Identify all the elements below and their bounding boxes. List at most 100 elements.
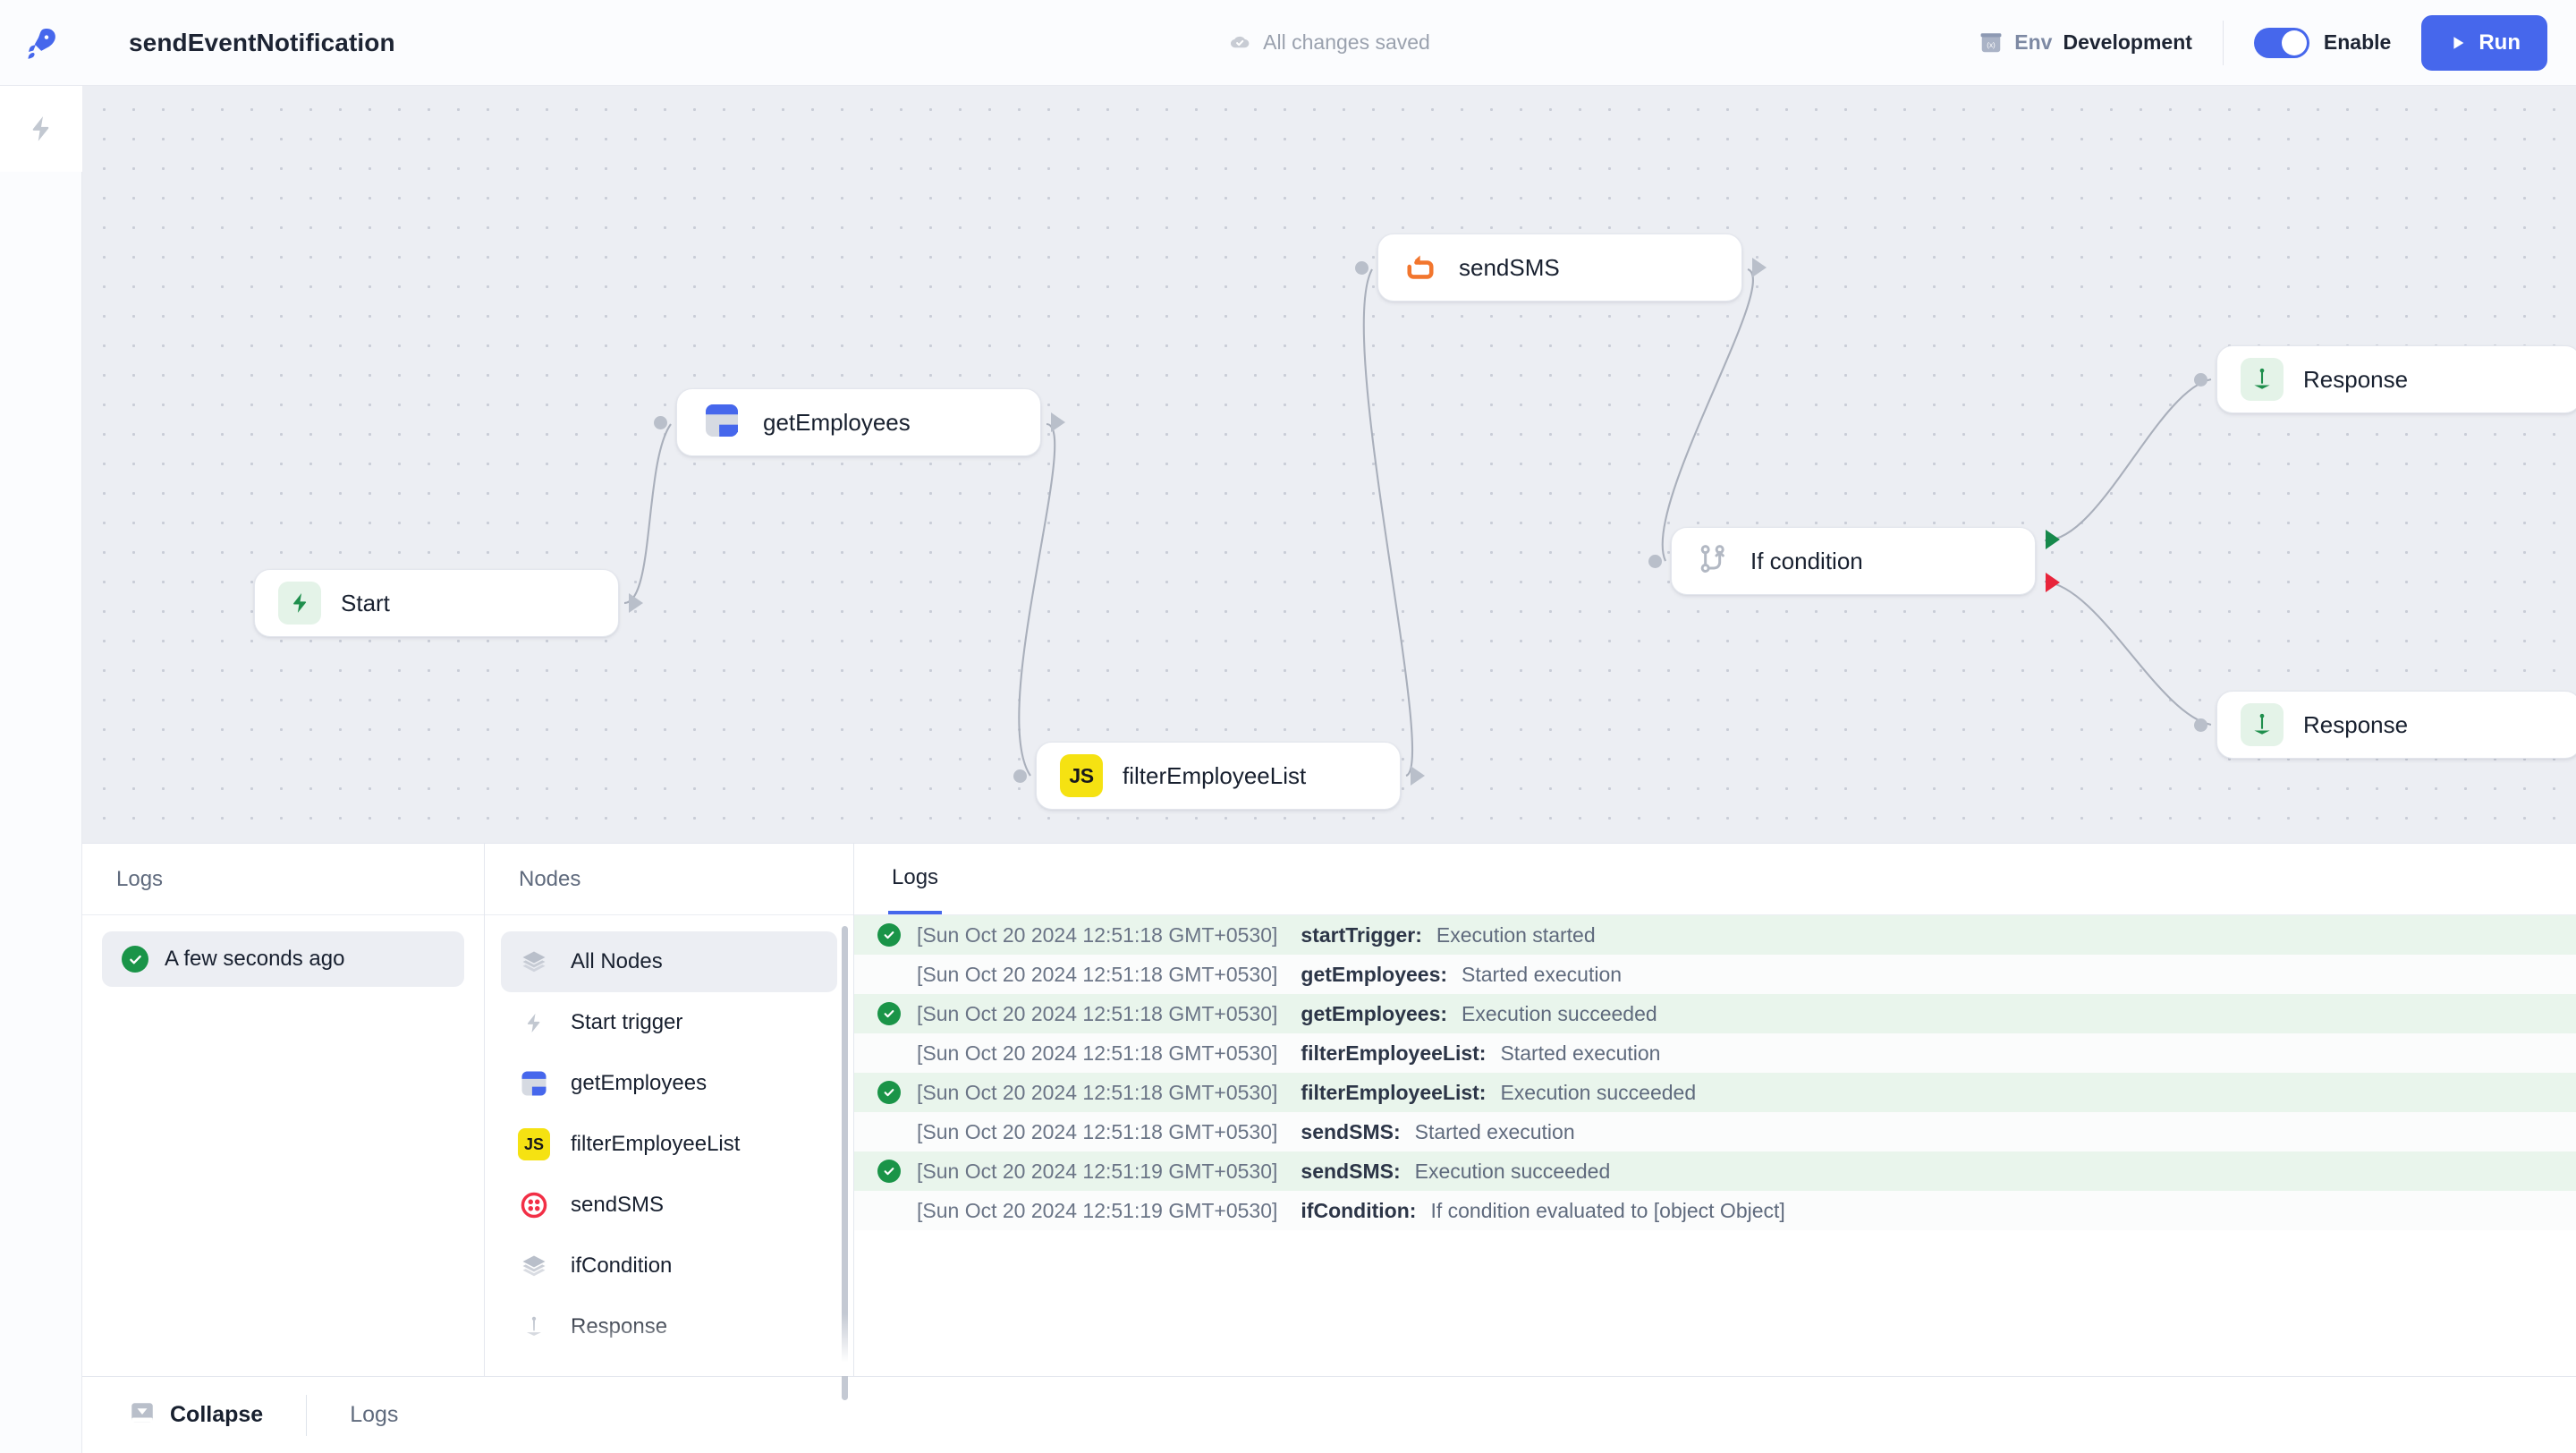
node-icon bbox=[2241, 358, 2284, 401]
twilio-icon bbox=[517, 1191, 551, 1219]
row-node: startTrigger: bbox=[1301, 922, 1422, 947]
save-status-label: All changes saved bbox=[1263, 30, 1430, 54]
input-port[interactable] bbox=[1013, 769, 1027, 783]
row-message: If condition evaluated to [object Object… bbox=[1430, 1198, 1785, 1222]
canvas-node-label: sendSMS bbox=[1459, 253, 1560, 281]
node-list-item-response-2-disabled[interactable]: Response bbox=[501, 1357, 837, 1376]
edge-iftrue-response1 bbox=[2044, 378, 2212, 542]
row-timestamp: [Sun Oct 20 2024 12:51:19 GMT+0530] bbox=[917, 1159, 1278, 1183]
canvas-node-getemployees[interactable]: getEmployees bbox=[654, 388, 1065, 456]
statusbar-logs-button[interactable]: Logs bbox=[350, 1402, 399, 1427]
row-timestamp: [Sun Oct 20 2024 12:51:18 GMT+0530] bbox=[917, 962, 1278, 986]
env-selector[interactable]: (x) Env Development bbox=[1979, 30, 2223, 55]
row-timestamp: [Sun Oct 20 2024 12:51:18 GMT+0530] bbox=[917, 922, 1278, 947]
canvas-node-filteremployeelist[interactable]: JS filterEmployeeList bbox=[1013, 742, 1425, 810]
output-port[interactable] bbox=[1752, 258, 1767, 277]
row-timestamp: [Sun Oct 20 2024 12:51:18 GMT+0530] bbox=[917, 1080, 1278, 1104]
top-header: sendEventNotification All changes saved … bbox=[82, 0, 2576, 86]
lightning-bolt-icon bbox=[278, 582, 321, 625]
env-value: Development bbox=[2063, 30, 2192, 54]
row-timestamp: [Sun Oct 20 2024 12:51:18 GMT+0530] bbox=[917, 1119, 1278, 1143]
input-port[interactable] bbox=[1648, 554, 1662, 568]
canvas-node-label: getEmployees bbox=[763, 408, 911, 436]
node-list-item-all-nodes[interactable]: All Nodes bbox=[501, 931, 837, 992]
success-check-icon bbox=[877, 1081, 901, 1104]
log-rows-container: [Sun Oct 20 2024 12:51:18 GMT+0530] star… bbox=[854, 915, 2576, 1376]
canvas-node-label: If condition bbox=[1750, 547, 1863, 574]
node-list-item-ifcondition[interactable]: ifCondition bbox=[501, 1236, 837, 1296]
row-node: ifCondition: bbox=[1301, 1198, 1417, 1222]
table-row: [Sun Oct 20 2024 12:51:18 GMT+0530] getE… bbox=[854, 994, 2576, 1033]
output-port-true[interactable] bbox=[2046, 530, 2060, 549]
play-icon bbox=[2453, 36, 2464, 49]
node-list-item-response-1[interactable]: Response bbox=[501, 1296, 837, 1357]
edge-sendsms-ifcondition bbox=[1661, 268, 1754, 562]
row-node: sendSMS: bbox=[1301, 1119, 1401, 1143]
database-icon bbox=[517, 1067, 551, 1100]
nodes-list-pane: Nodes All Nodes Start trigger bbox=[485, 844, 854, 1400]
output-port[interactable] bbox=[1411, 766, 1425, 786]
response-down-icon bbox=[2241, 703, 2284, 746]
enable-toggle[interactable] bbox=[2253, 27, 2309, 58]
input-port[interactable] bbox=[2194, 718, 2207, 732]
page-title: sendEventNotification bbox=[129, 28, 395, 56]
canvas-node-sendsms[interactable]: sendSMS bbox=[1355, 234, 1767, 302]
node-list-item-sendsms[interactable]: sendSMS bbox=[501, 1175, 837, 1236]
node-icon bbox=[1402, 247, 1439, 289]
output-port[interactable] bbox=[1051, 412, 1065, 432]
edge-filter-sendsms bbox=[1362, 268, 1413, 777]
log-table: [Sun Oct 20 2024 12:51:18 GMT+0530] star… bbox=[854, 915, 2576, 1230]
js-icon: JS bbox=[1060, 754, 1103, 797]
row-message: Started execution bbox=[1462, 962, 1623, 986]
run-button[interactable]: Run bbox=[2421, 14, 2547, 71]
canvas-node-ifcondition[interactable]: If condition bbox=[1648, 527, 2060, 595]
run-button-label: Run bbox=[2479, 30, 2521, 55]
nodes-scrollbar[interactable] bbox=[842, 926, 848, 1400]
edge-iffalse-response2 bbox=[2044, 580, 2212, 726]
node-icon: JS bbox=[1060, 754, 1103, 797]
input-port[interactable] bbox=[2194, 372, 2207, 387]
row-timestamp: [Sun Oct 20 2024 12:51:19 GMT+0530] bbox=[917, 1198, 1278, 1222]
node-list-item-label: Start trigger bbox=[571, 1010, 683, 1034]
output-port[interactable] bbox=[629, 593, 643, 613]
node-list-item-getemployees[interactable]: getEmployees bbox=[501, 1053, 837, 1114]
row-status bbox=[877, 1160, 917, 1183]
input-port[interactable] bbox=[654, 415, 667, 429]
table-row: [Sun Oct 20 2024 12:51:18 GMT+0530] filt… bbox=[854, 1033, 2576, 1073]
sidebar-item-triggers[interactable] bbox=[0, 86, 82, 172]
canvas-node-start[interactable]: Start bbox=[254, 569, 643, 637]
app-logo[interactable] bbox=[0, 0, 82, 86]
node-list-item-start-trigger[interactable]: Start trigger bbox=[501, 992, 837, 1053]
header-actions: (x) Env Development Enable Run bbox=[1979, 0, 2547, 85]
tab-logs[interactable]: Logs bbox=[888, 844, 943, 914]
input-port[interactable] bbox=[1355, 260, 1368, 275]
node-list-item-filteremployeelist[interactable]: JS filterEmployeeList bbox=[501, 1114, 837, 1175]
workflow-canvas[interactable]: Start getEmployees bbox=[82, 86, 2576, 843]
success-check-icon bbox=[877, 1160, 901, 1183]
row-status bbox=[877, 923, 917, 947]
table-row: [Sun Oct 20 2024 12:51:18 GMT+0530] star… bbox=[854, 915, 2576, 955]
left-rail bbox=[0, 0, 82, 1453]
row-node: getEmployees: bbox=[1301, 962, 1448, 986]
env-label: Env bbox=[2014, 30, 2053, 54]
list-item[interactable]: A few seconds ago bbox=[102, 931, 464, 987]
collapse-down-icon bbox=[129, 1399, 156, 1431]
table-row: [Sun Oct 20 2024 12:51:18 GMT+0530] send… bbox=[854, 1112, 2576, 1151]
canvas-node-response-false[interactable]: Response bbox=[2194, 691, 2576, 759]
response-down-icon bbox=[2241, 358, 2284, 401]
bottom-panel: Logs A few seconds ago Nodes bbox=[82, 843, 2576, 1400]
collapse-button[interactable]: Collapse bbox=[129, 1399, 263, 1431]
output-port-false[interactable] bbox=[2046, 573, 2060, 592]
enable-toggle-group[interactable]: Enable bbox=[2253, 27, 2391, 58]
collapse-label: Collapse bbox=[170, 1402, 264, 1427]
row-node: filterEmployeeList: bbox=[1301, 1080, 1487, 1104]
canvas-node-response-true[interactable]: Response bbox=[2194, 345, 2576, 413]
node-list-item-label: ifCondition bbox=[571, 1253, 673, 1278]
table-row: [Sun Oct 20 2024 12:51:18 GMT+0530] filt… bbox=[854, 1073, 2576, 1112]
table-row: [Sun Oct 20 2024 12:51:19 GMT+0530] send… bbox=[854, 1151, 2576, 1191]
row-node: filterEmployeeList: bbox=[1301, 1041, 1487, 1065]
response-down-icon bbox=[517, 1315, 551, 1338]
canvas-node-label: Response bbox=[2303, 710, 2409, 738]
cloud-check-icon bbox=[1230, 36, 1250, 47]
